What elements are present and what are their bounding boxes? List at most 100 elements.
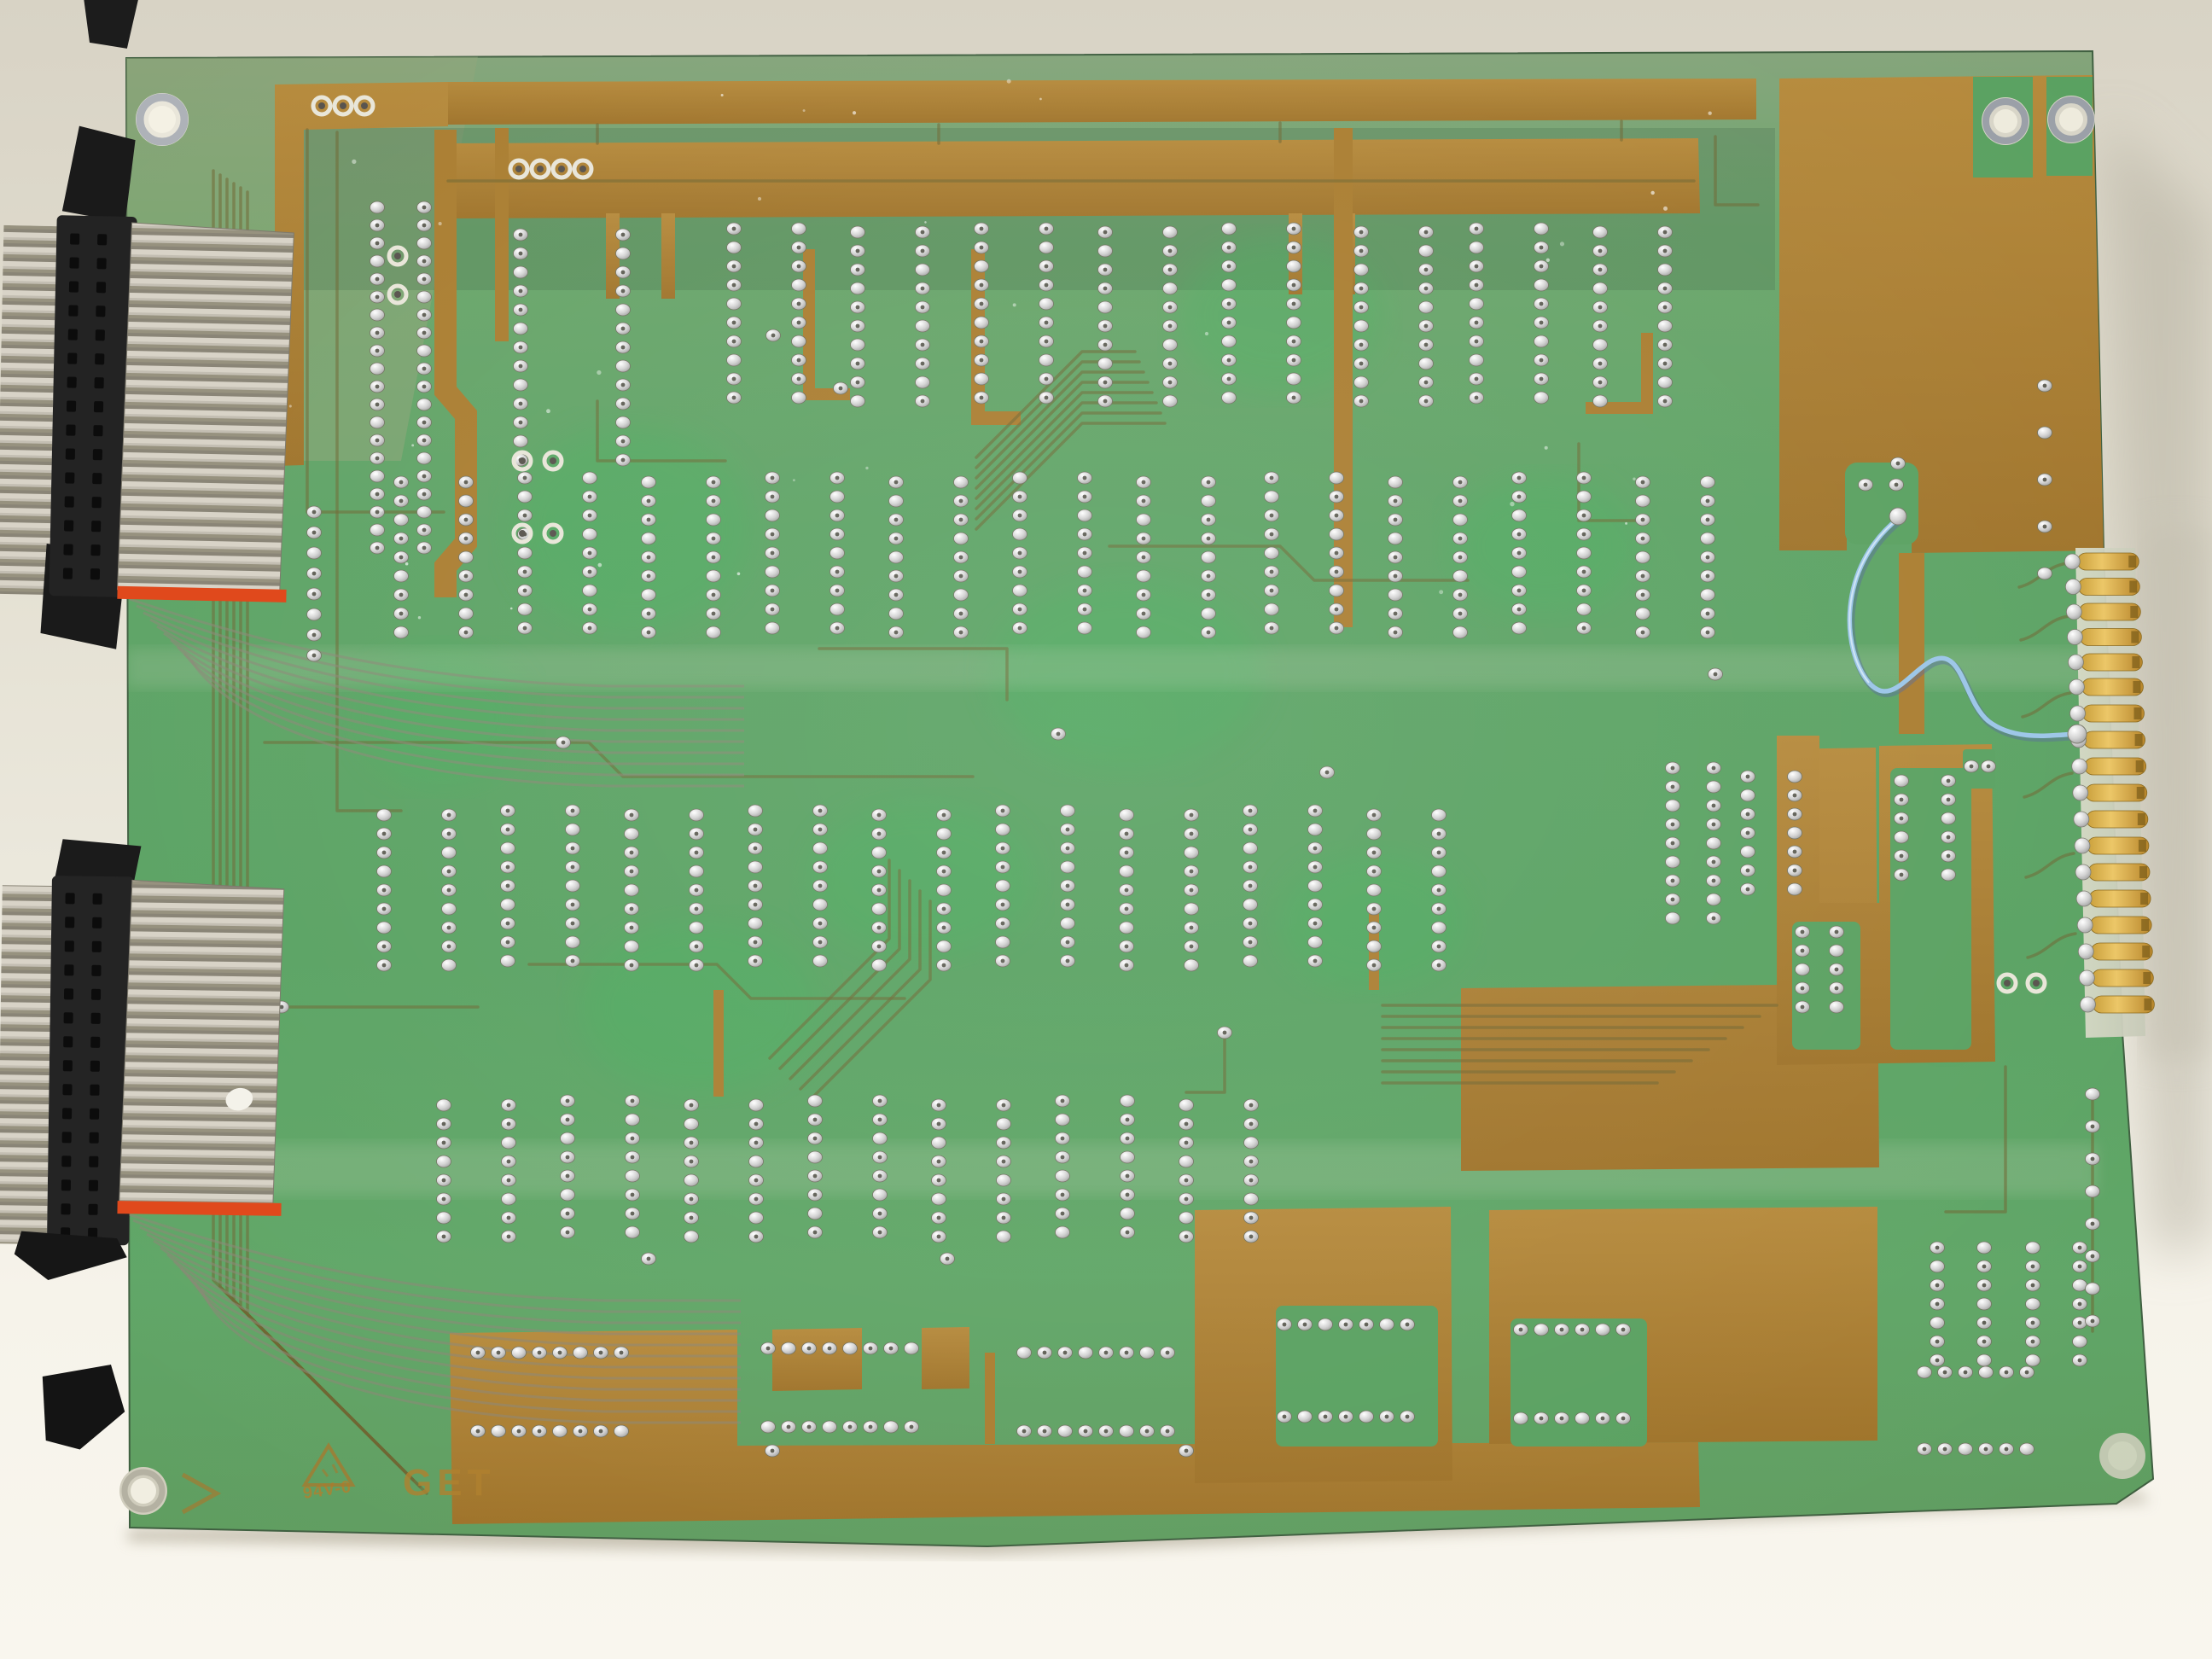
- idc-hole: [63, 1012, 73, 1024]
- finger-tip-mark: [2130, 606, 2139, 618]
- idc-hole: [62, 1108, 73, 1120]
- idc-hole: [91, 964, 102, 976]
- idc-hole: [88, 1203, 98, 1215]
- cable-clamp: [84, 0, 139, 49]
- finger-tip-mark: [2132, 656, 2140, 668]
- idc-hole: [91, 940, 102, 952]
- finger-tip-mark: [2139, 866, 2148, 878]
- finger-solder-joint: [2066, 629, 2083, 645]
- idc-hole: [63, 544, 73, 556]
- idc-hole: [96, 258, 107, 270]
- bodge-wire: [1847, 507, 2087, 744]
- idc-hole: [68, 305, 79, 317]
- mounting-hole-top-right-1: [1982, 97, 2029, 145]
- ribbon-folded: [117, 222, 294, 601]
- idc-hole: [65, 448, 75, 460]
- ejector-lever: [14, 1231, 127, 1281]
- mounting-hole-bottom-left: [119, 1467, 167, 1515]
- idc-hole: [62, 1084, 73, 1096]
- idc-hole: [96, 306, 106, 317]
- idc-hole: [65, 472, 75, 484]
- ribbon-red-stripe: [117, 585, 287, 602]
- idc-hole: [91, 521, 102, 533]
- idc-hole: [62, 568, 73, 579]
- finger-solder-joint: [2065, 603, 2082, 620]
- finger-tip-mark: [2128, 556, 2137, 568]
- finger-tip-mark: [2135, 760, 2144, 772]
- finger-solder-joint: [2075, 890, 2093, 907]
- finger-solder-joint: [2080, 996, 2096, 1013]
- idc-hole: [65, 893, 75, 905]
- idc-hole: [70, 233, 80, 245]
- finger-tip-mark: [2143, 972, 2151, 984]
- finger-solder-joint: [2072, 784, 2089, 801]
- ribbon-folded: [119, 879, 285, 1214]
- idc-hole: [64, 496, 74, 508]
- idc-hole: [89, 1132, 99, 1144]
- wire-solder-joint: [1889, 507, 1907, 526]
- finger-solder-joint: [2069, 678, 2085, 696]
- idc-hole: [89, 1155, 99, 1167]
- idc-hole: [63, 1036, 73, 1048]
- idc-hole: [62, 1060, 73, 1072]
- idc-hole: [92, 893, 102, 905]
- idc-hole: [91, 497, 102, 509]
- ribbon-cable-upper: [0, 0, 294, 649]
- idc-hole: [95, 353, 105, 365]
- idc-hole: [96, 282, 107, 294]
- idc-hole: [67, 376, 77, 388]
- idc-hole: [64, 520, 74, 532]
- finger-tip-mark: [2138, 840, 2146, 852]
- finger-tip-mark: [2142, 946, 2151, 958]
- finger-solder-joint: [2075, 864, 2092, 881]
- idc-hole: [90, 1036, 101, 1048]
- idc-hole: [61, 1155, 72, 1167]
- idc-hole: [90, 1108, 100, 1120]
- wire-solder-joint: [2067, 724, 2087, 744]
- finger-tip-mark: [2141, 919, 2150, 931]
- idc-hole: [92, 473, 102, 485]
- finger-solder-joint: [2077, 943, 2094, 960]
- idc-hole: [94, 377, 104, 389]
- mounting-hole-top-left: [136, 93, 189, 146]
- finger-tip-mark: [2131, 631, 2139, 643]
- idc-hole: [88, 1179, 98, 1191]
- finger-tip-mark: [2144, 998, 2152, 1010]
- idc-hole: [92, 449, 102, 461]
- finger-tip-mark: [2140, 893, 2149, 905]
- finger-solder-joint: [2064, 553, 2081, 570]
- finger-solder-joint: [2073, 811, 2090, 828]
- ribbon-cable-lower: [0, 839, 285, 1450]
- idc-hole: [64, 940, 74, 952]
- idc-hole: [93, 425, 103, 437]
- idc-hole: [61, 1179, 71, 1191]
- finger-solder-joint: [2078, 969, 2095, 987]
- edge-shadow: [2144, 529, 2212, 1058]
- idc-hole: [90, 544, 101, 556]
- idc-hole: [90, 1084, 100, 1096]
- manufacturer-marking: GET: [403, 1462, 495, 1504]
- latch-bottom: [42, 1365, 125, 1450]
- mounting-hole-top-right-2: [2047, 96, 2095, 143]
- finger-solder-joint: [2074, 837, 2091, 854]
- idc-hole: [61, 1132, 72, 1144]
- ribbon-offboard: [0, 224, 57, 596]
- idc-hole: [92, 917, 102, 928]
- finger-tip-mark: [2133, 707, 2142, 719]
- idc-hole: [93, 401, 104, 413]
- finger-solder-joint: [2064, 579, 2081, 595]
- idc-pin-holes: [62, 233, 108, 580]
- idc-hole: [95, 329, 105, 341]
- finger-tip-mark: [2136, 787, 2145, 799]
- finger-tip-mark: [2137, 813, 2145, 825]
- idc-hole: [64, 964, 74, 976]
- idc-pin-holes: [61, 893, 102, 1239]
- finger-solder-joint: [2069, 705, 2086, 722]
- idc-hole: [67, 352, 78, 364]
- finger-tip-mark: [2129, 580, 2138, 593]
- pin1-arrow-icon: [181, 1472, 222, 1515]
- idc-hole: [67, 329, 78, 341]
- idc-hole: [90, 1060, 100, 1072]
